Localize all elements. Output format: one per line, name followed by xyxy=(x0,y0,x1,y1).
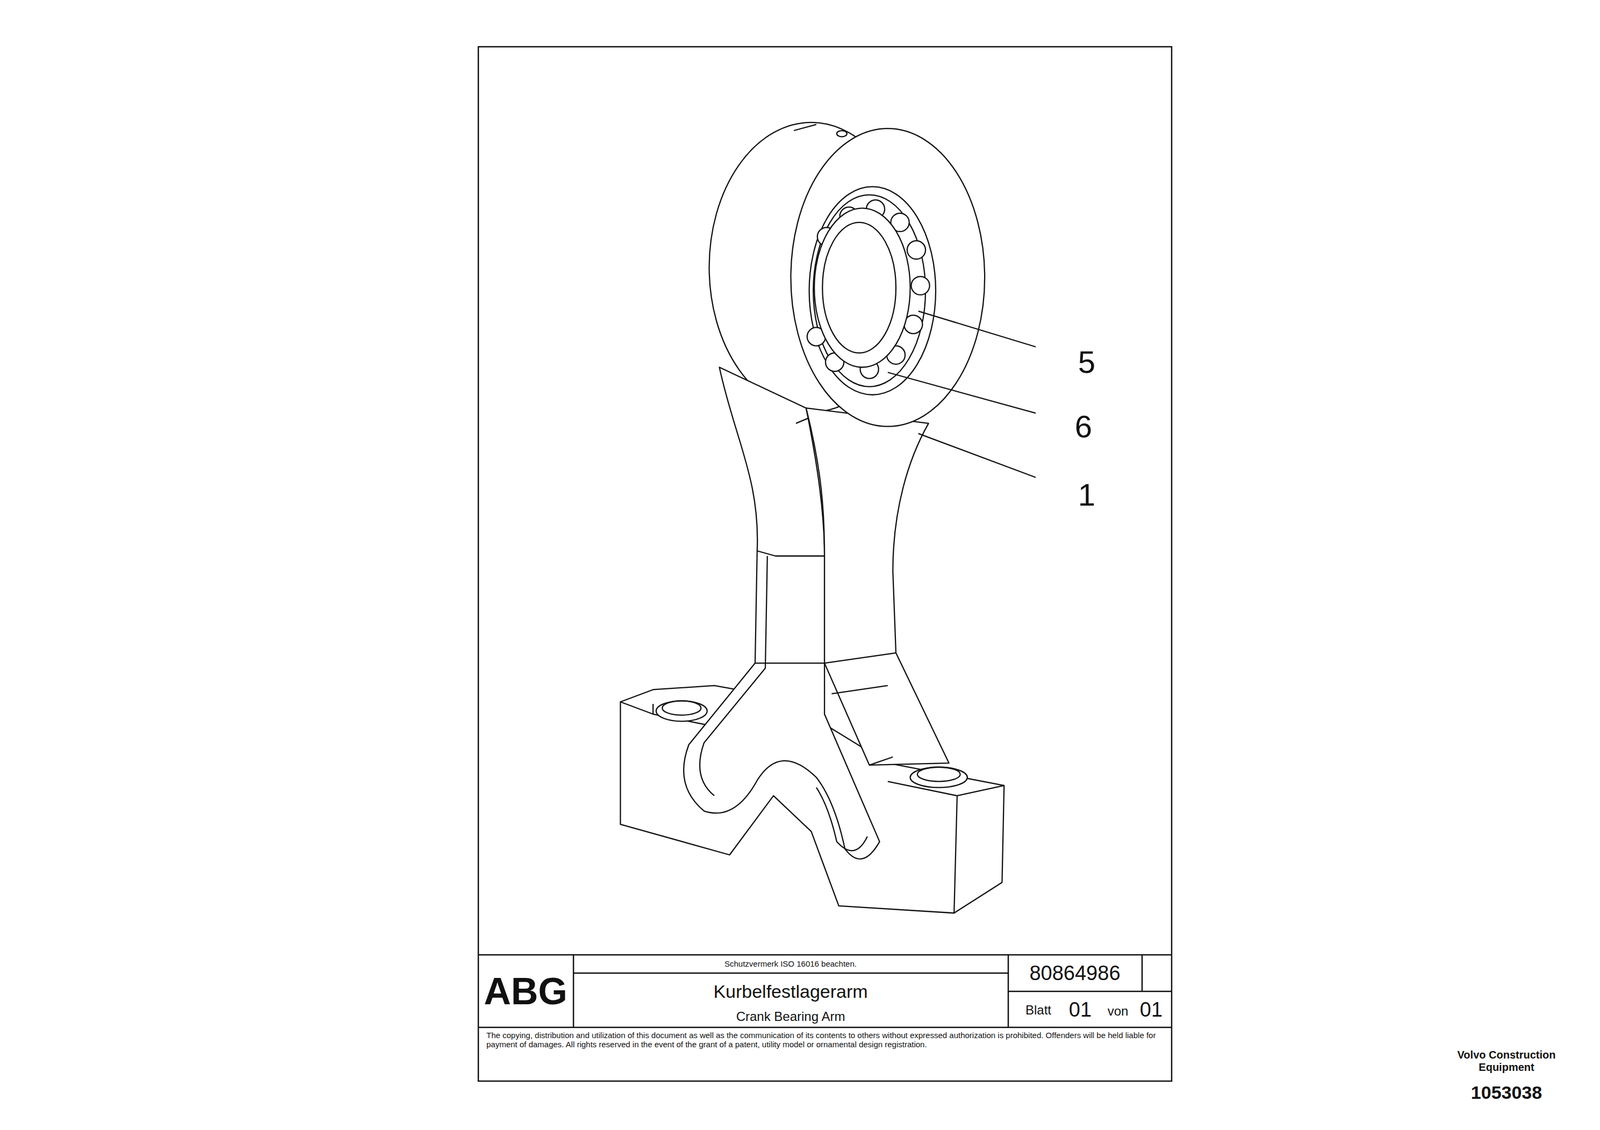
drawing-subtitle: Crank Bearing Arm xyxy=(736,1009,846,1025)
figure-number: 1053038 xyxy=(1471,1082,1542,1104)
sheet-number: 01 xyxy=(1068,998,1092,1023)
sheet-label: Blatt xyxy=(1025,1002,1052,1018)
drawing-number: 80864986 xyxy=(1029,962,1121,986)
company-logo: ABG xyxy=(483,970,568,1014)
drawing-title: Kurbelfestlagerarm xyxy=(713,981,868,1003)
crank-bearing-arm xyxy=(620,122,1036,914)
title-block xyxy=(478,46,1172,1082)
callout-number: 1 xyxy=(1078,477,1096,514)
sheet-frame xyxy=(478,46,1172,1082)
copyright-note: The copying, distribution and utilizatio… xyxy=(486,1030,1165,1050)
protection-note: Schutzvermerk ISO 16016 beachten. xyxy=(724,959,857,969)
callout-number: 6 xyxy=(1074,409,1093,446)
callout-number: 5 xyxy=(1078,344,1096,381)
sheet-label: von xyxy=(1107,1003,1129,1020)
publisher-name: Volvo Construction Equipment xyxy=(1448,1049,1565,1074)
sheet-count: 01 xyxy=(1139,998,1163,1023)
